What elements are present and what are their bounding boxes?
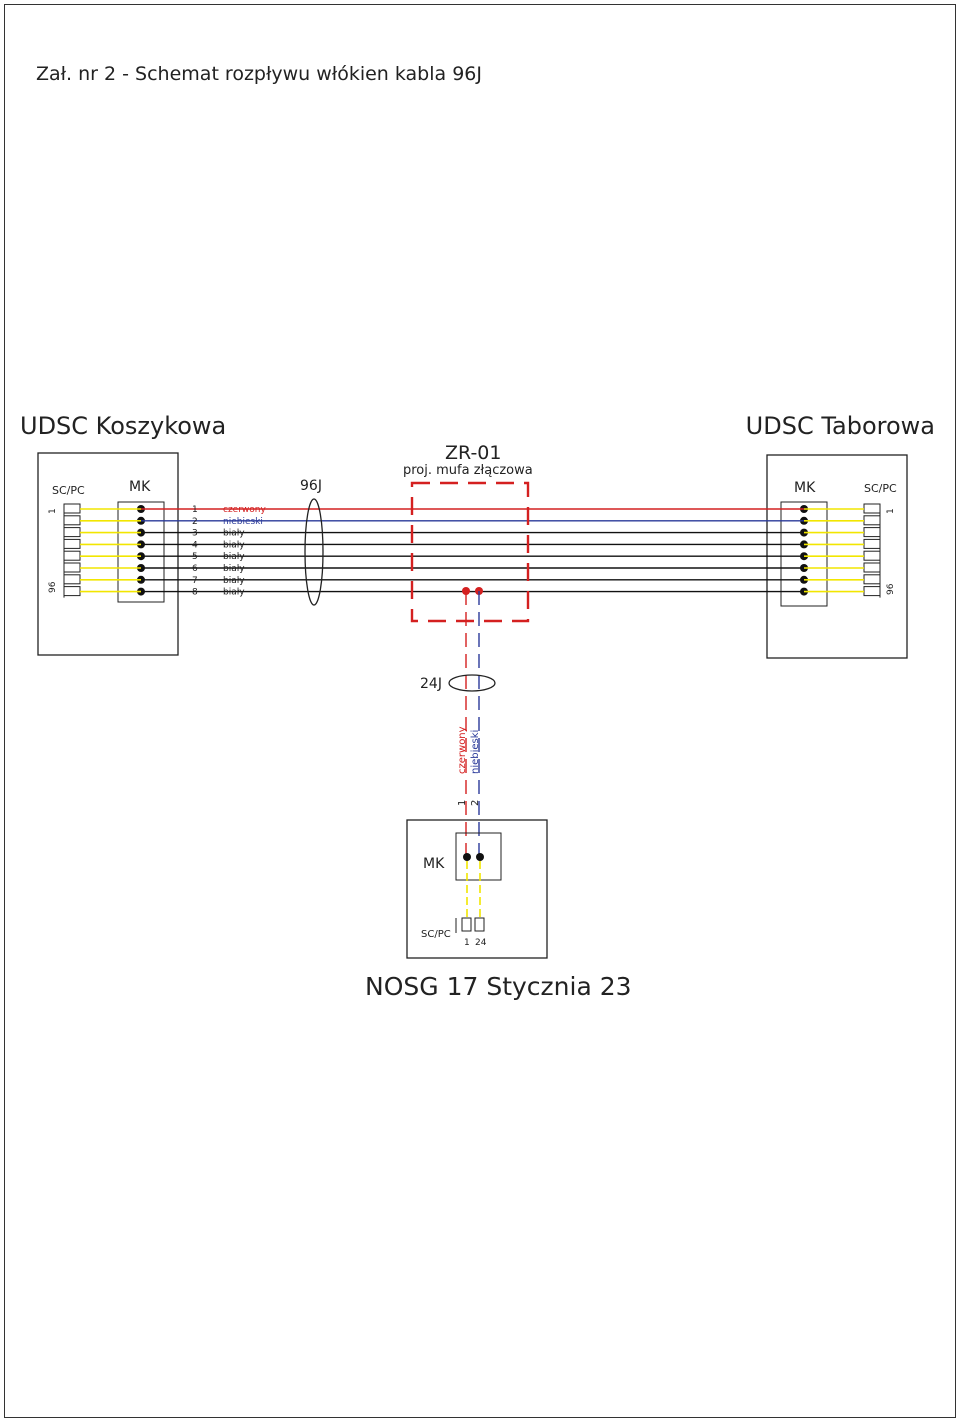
splice-description: proj. mufa złączowa (403, 463, 533, 478)
bottom-connector-2 (474, 917, 485, 932)
left-connector (63, 562, 81, 573)
right-patch-lines (804, 508, 864, 593)
main-cable-label: 96J (300, 478, 322, 494)
left-station-box (37, 452, 179, 656)
left-connector (63, 515, 81, 526)
bottom-mk-label: MK (423, 856, 445, 872)
footer-address: NOSG 17 Stycznia 23 (365, 972, 632, 1001)
fiber-number: 2 (192, 517, 198, 527)
right-connector-label: SC/PC (864, 482, 897, 495)
left-connector (63, 586, 81, 597)
left-connector (63, 574, 81, 585)
bottom-mk-dot-2 (476, 853, 484, 861)
bottom-port-last: 24 (475, 938, 487, 948)
right-connector (863, 574, 881, 585)
right-port-first: 1 (886, 508, 896, 514)
bottom-mk-dot-1 (463, 853, 471, 861)
splice-id: ZR-01 (445, 442, 501, 464)
left-connector (63, 527, 81, 538)
fiber-color-label: czerwony (223, 505, 266, 515)
fiber-number: 7 (192, 576, 198, 586)
fiber-color-label: biały (223, 529, 245, 539)
right-connector-group (800, 503, 881, 598)
fiber-label-list: 1 czerwony 2 niebieski 3 biały 4 biały 5 biały 6 bi… (192, 505, 266, 598)
fiber-color-label: biały (223, 552, 245, 562)
fiber-color-label: biały (223, 564, 245, 574)
branch-fiber-2-color: niebieski (470, 730, 481, 774)
right-mk-label: MK (794, 480, 816, 496)
right-station-title: UDSC Taborowa (746, 412, 935, 440)
right-connector (863, 538, 881, 549)
left-station-title: UDSC Koszykowa (20, 412, 226, 440)
fiber-number: 4 (192, 540, 198, 550)
fiber-color-label: biały (223, 588, 245, 598)
bottom-station-box (406, 819, 548, 959)
bottom-connector-label: SC/PC (421, 929, 451, 940)
left-connector (63, 503, 81, 514)
right-port-last: 96 (886, 583, 896, 595)
main-cable-ellipse (304, 498, 324, 606)
left-port-last: 96 (48, 581, 58, 593)
fiber-number: 5 (192, 552, 198, 562)
page-heading: Zał. nr 2 - Schemat rozpływu włókien kab… (36, 63, 482, 85)
right-connector (863, 515, 881, 526)
bottom-port-first: 1 (464, 938, 470, 948)
fiber-number: 6 (192, 564, 198, 574)
fiber-number: 1 (192, 505, 198, 515)
fiber-number: 3 (192, 529, 198, 539)
right-mk-box (780, 501, 828, 607)
right-connector (863, 586, 881, 597)
fiber-color-label: niebieski (223, 517, 263, 527)
page-frame (4, 4, 956, 1418)
bottom-mk-box (455, 832, 502, 881)
fiber-number: 8 (192, 588, 198, 598)
right-connector (863, 503, 881, 514)
left-mk-box (117, 501, 165, 603)
fiber-color-label: biały (223, 540, 245, 550)
right-connector (863, 562, 881, 573)
right-connector (863, 527, 881, 538)
splice-closure-outline (410, 481, 530, 623)
branch-cable-label: 24J (420, 676, 442, 692)
left-patch-lines (80, 508, 141, 593)
left-connector-group (63, 503, 145, 598)
left-port-first: 1 (48, 508, 58, 514)
bottom-connector-1 (461, 917, 472, 932)
branch-fiber-2-num: 2 (470, 800, 481, 806)
fiber-color-label: biały (223, 576, 245, 586)
branch-fiber-1-num: 1 (457, 800, 468, 806)
left-mk-label: MK (129, 479, 151, 495)
branch-fiber-1-color: czerwony (457, 726, 468, 774)
left-connector-label: SC/PC (52, 484, 85, 497)
main-fiber-lines (141, 508, 804, 593)
right-connector (863, 550, 881, 561)
left-connector (63, 538, 81, 549)
branch-cable-ellipse (448, 674, 496, 692)
left-connector (63, 550, 81, 561)
